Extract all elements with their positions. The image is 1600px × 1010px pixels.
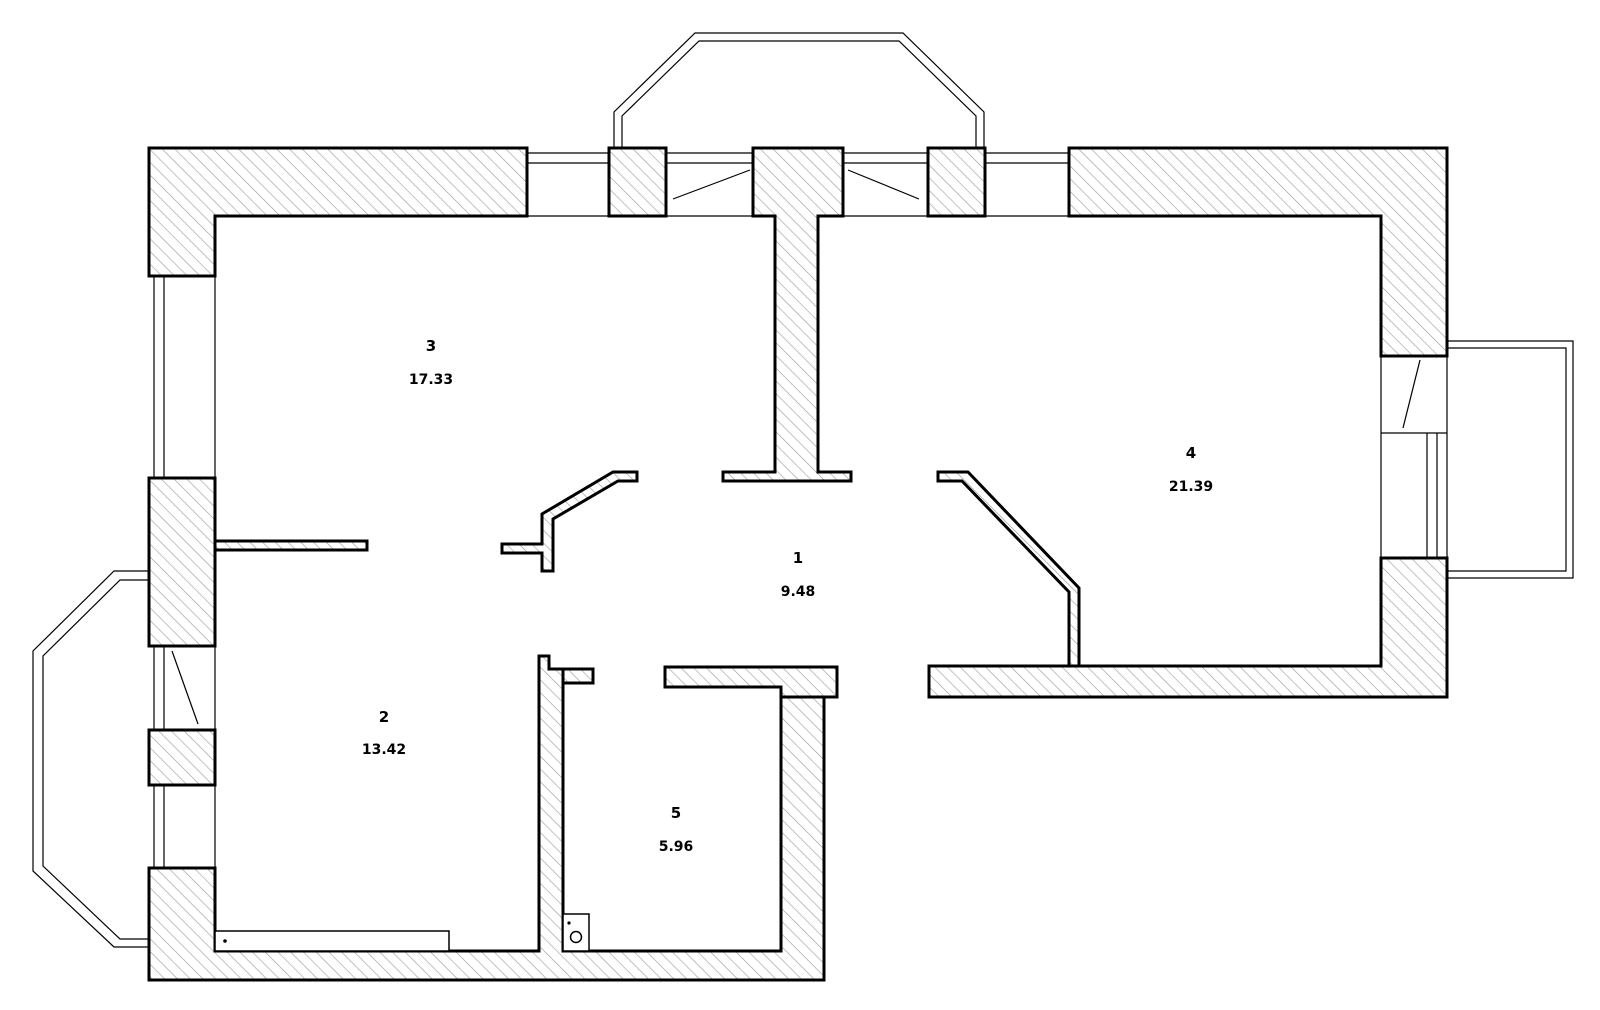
- room-area: 5.96: [659, 839, 694, 855]
- kitchen-counter: [214, 930, 450, 952]
- washing-machine-dot-icon: [567, 921, 571, 925]
- room-labels: 1 9.48 2 13.42 3 17.33 4 21.39 5 5.96: [362, 337, 1213, 855]
- room-number: 4: [1186, 444, 1196, 462]
- room-area: 13.42: [362, 742, 406, 758]
- wall-top-left-corner: [147, 146, 529, 278]
- room-area: 9.48: [781, 584, 816, 600]
- wall-pier: [147, 476, 217, 648]
- room-label-2: 2 13.42: [362, 708, 406, 758]
- washing-machine-drum-icon: [569, 930, 583, 944]
- room-number: 3: [426, 337, 436, 355]
- room-number: 1: [793, 549, 803, 567]
- wall-top-right-corner: [1067, 146, 1449, 358]
- wall-bathroom-top: [663, 665, 839, 699]
- room-number: 2: [379, 708, 389, 726]
- wall-partition: [213, 539, 369, 552]
- room-number: 5: [671, 804, 681, 822]
- wall-pier: [926, 146, 987, 218]
- wall-pier: [147, 728, 217, 787]
- windows: [153, 152, 1448, 868]
- room-area: 17.33: [409, 372, 453, 388]
- wall-center-partition: [721, 146, 853, 483]
- wall-angled-partition-right: [936, 470, 1081, 668]
- room-label-3: 3 17.33: [409, 337, 453, 388]
- room-area: 21.39: [1169, 479, 1213, 495]
- balconies: [32, 32, 1574, 948]
- wall-pier: [607, 146, 668, 218]
- washing-machine: [562, 913, 590, 952]
- fixtures: [214, 913, 590, 952]
- wall-angled-partition: [500, 470, 639, 573]
- wall-bathroom-stub: [549, 667, 595, 685]
- wall-bottom-right: [927, 556, 1449, 699]
- room-label-5: 5 5.96: [659, 804, 694, 855]
- room-label-1: 1 9.48: [781, 549, 816, 600]
- stove-dot-icon: [223, 939, 227, 943]
- room-label-4: 4 21.39: [1169, 444, 1213, 495]
